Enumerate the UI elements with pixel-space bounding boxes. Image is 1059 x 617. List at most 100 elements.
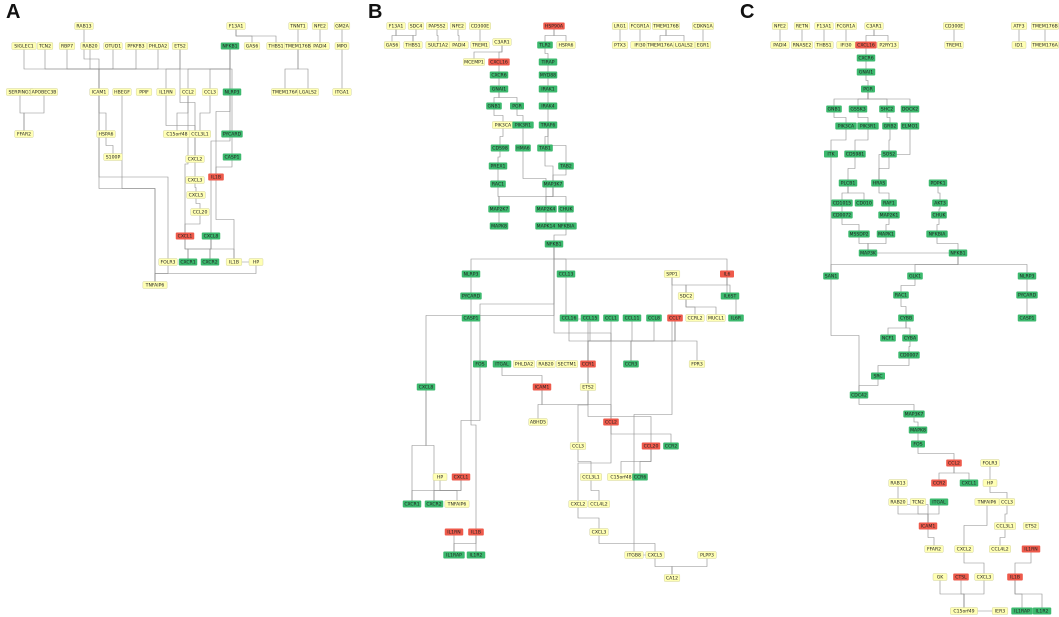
edge-b xyxy=(497,148,501,166)
gene-node: CXCL3 xyxy=(589,528,609,536)
gene-node: FFAR2 xyxy=(924,545,944,553)
gene-node-box xyxy=(928,179,948,187)
gene-node-label: PIK3R1 xyxy=(515,123,531,129)
gene-node: NFE2 xyxy=(450,22,467,30)
gene-node-box xyxy=(848,230,870,238)
gene-node-box xyxy=(689,360,706,368)
gene-node: CYBA xyxy=(902,334,918,342)
gene-node: CA12 xyxy=(664,574,681,582)
gene-node: LGALS2 xyxy=(297,88,319,96)
gene-node-box xyxy=(463,58,485,66)
gene-node-label: CDS98 xyxy=(492,146,508,152)
gene-node-box xyxy=(555,222,577,230)
edge-a xyxy=(235,26,277,46)
edge-a xyxy=(19,92,25,134)
gene-node: PGR xyxy=(861,85,875,93)
gene-node-label: HBEGF xyxy=(114,90,130,96)
gene-node: CCL3L1 xyxy=(580,473,602,481)
gene-node-label: GNB1 xyxy=(487,104,500,110)
gene-node: CXCR6 xyxy=(856,54,876,62)
gene-node-label: RAF1 xyxy=(883,201,895,207)
gene-node-box xyxy=(989,545,1011,553)
gene-node-label: CCL20 xyxy=(644,444,659,450)
gene-node-box xyxy=(510,102,524,110)
gene-node-label: TMEM176A xyxy=(1031,43,1058,49)
gene-node-label: CXCL3 xyxy=(188,178,203,184)
gene-node-label: CCL3L1 xyxy=(191,132,208,138)
gene-node-label: ETS2 xyxy=(1025,524,1037,530)
gene-node: SAN1 xyxy=(823,272,839,280)
gene-node: RBP7 xyxy=(59,42,76,50)
gene-node-label: CXCR1 xyxy=(404,502,419,508)
edge-a xyxy=(165,46,231,92)
gene-node: ITGA1 xyxy=(332,88,352,96)
gene-node-box xyxy=(220,42,240,50)
edge-b xyxy=(522,148,547,209)
gene-node: RAB20 xyxy=(80,42,100,50)
edge-b xyxy=(553,26,567,45)
gene-node: TMEM176B xyxy=(1031,22,1059,30)
gene-node: TMEM176A xyxy=(646,41,674,49)
gene-node-label: TRAF6 xyxy=(540,123,556,129)
gene-node-box xyxy=(1021,545,1041,553)
gene-node-box xyxy=(488,162,508,170)
gene-node: HBEGF xyxy=(112,88,132,96)
gene-node-box xyxy=(728,314,744,322)
gene-node-label: HSPA6 xyxy=(99,132,114,138)
gene-node-box xyxy=(854,199,874,207)
gene-node-label: NFKB1 xyxy=(546,242,561,248)
gene-node: MAP3K xyxy=(858,249,878,257)
gene-node-box xyxy=(641,442,661,450)
gene-node: ITGB8 xyxy=(624,551,644,559)
gene-node: CXCL8 xyxy=(201,232,221,240)
gene-node-box xyxy=(932,573,948,581)
gene-node-box xyxy=(879,105,895,113)
gene-node: IL6ST xyxy=(720,292,740,300)
gene-node: PIK3R1 xyxy=(857,122,879,130)
gene-node-box xyxy=(858,249,878,257)
gene-node: SECTM1 xyxy=(556,360,578,368)
gene-node: PGR xyxy=(510,102,524,110)
gene-node-box xyxy=(544,240,564,248)
gene-node: HRAS xyxy=(871,179,887,187)
gene-node-label: RETN xyxy=(796,24,808,30)
gene-node: FOS xyxy=(473,360,487,368)
gene-node: CXCR1 xyxy=(178,258,198,266)
gene-node-box xyxy=(156,88,176,96)
gene-node-label: PLPP3 xyxy=(700,553,714,559)
gene-node-box xyxy=(911,440,925,448)
gene-node-box xyxy=(982,479,998,487)
edge-c xyxy=(877,355,910,376)
edge-b xyxy=(498,89,518,106)
gene-node: IL1B xyxy=(208,173,224,181)
gene-node: CASP1 xyxy=(1017,314,1037,322)
edge-a xyxy=(98,92,169,262)
edge-c xyxy=(1014,577,1043,611)
gene-node-label: SPP1 xyxy=(666,272,677,278)
edge-c xyxy=(885,215,890,234)
edge-b xyxy=(553,244,728,274)
gene-node-box xyxy=(103,42,123,50)
gene-node-box xyxy=(772,22,789,30)
edge-a xyxy=(215,177,235,262)
gene-node-box xyxy=(898,314,914,322)
gene-node: HSP90A xyxy=(543,22,565,30)
edge-b xyxy=(501,364,543,387)
gene-node-label: CCL20 xyxy=(193,210,208,216)
gene-node-label: CD0072 xyxy=(833,213,852,219)
gene-node-label: PAPSS2 xyxy=(428,24,445,30)
gene-node-box xyxy=(835,22,857,30)
gene-node: CCL15 xyxy=(580,314,600,322)
gene-node-label: CCL3 xyxy=(204,90,216,96)
gene-node-box xyxy=(824,150,838,158)
gene-node-box xyxy=(30,88,58,96)
gene-node-box xyxy=(14,130,34,138)
edge-c xyxy=(873,26,889,45)
gene-node: GLK1 xyxy=(907,272,923,280)
edge-c xyxy=(905,318,911,338)
gene-node-box xyxy=(334,42,350,50)
gene-node: NFE2 xyxy=(772,22,789,30)
edge-c xyxy=(900,276,916,295)
gene-node: DOCK2 xyxy=(900,105,920,113)
gene-node-box xyxy=(11,42,37,50)
